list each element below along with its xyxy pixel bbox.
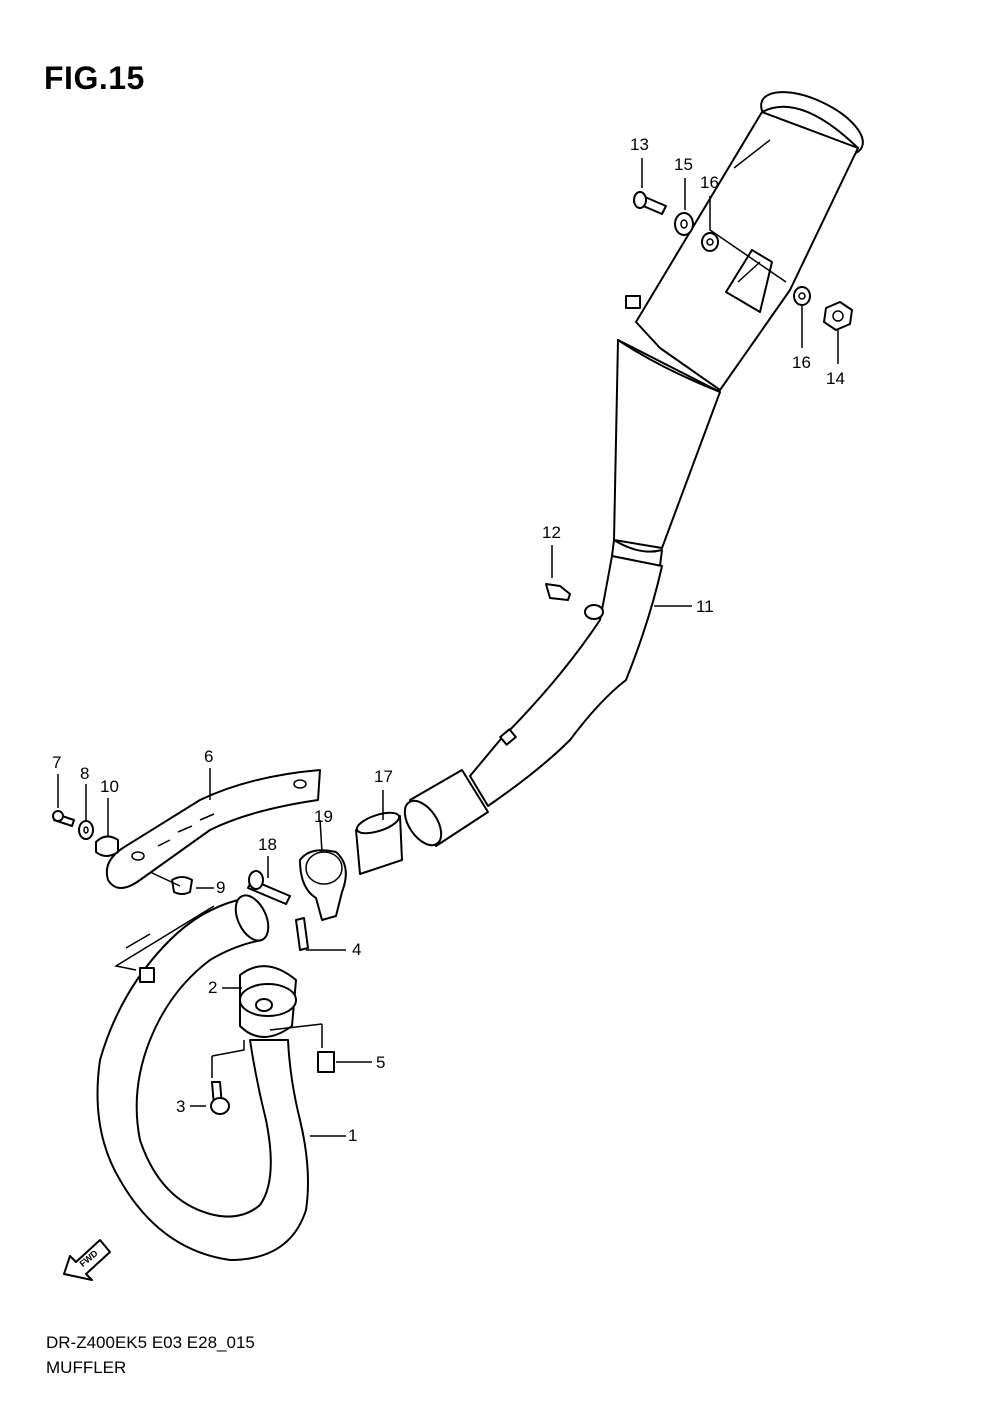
callout-1: 1 — [348, 1126, 357, 1145]
callout-15: 15 — [674, 155, 693, 174]
callout-labels: 1 2 3 4 5 6 7 8 9 10 11 12 13 14 15 16 1… — [52, 135, 845, 1145]
fwd-arrow-icon: FWD — [63, 1239, 111, 1281]
callout-16-upper: 16 — [700, 173, 719, 192]
muffler-bracket — [105, 769, 321, 889]
callout-13: 13 — [630, 135, 649, 154]
model-code: DR-Z400EK5 E03 E28_015 — [46, 1333, 255, 1352]
muffler-assembly — [403, 91, 864, 847]
small-parts — [52, 191, 853, 1115]
callout-18: 18 — [258, 835, 277, 854]
leader-lines — [57, 139, 839, 1137]
callout-2: 2 — [208, 978, 217, 997]
callout-19: 19 — [314, 807, 333, 826]
callout-5: 5 — [376, 1053, 385, 1072]
callout-6: 6 — [204, 747, 213, 766]
callout-4: 4 — [352, 940, 361, 959]
callout-7: 7 — [52, 753, 61, 772]
callout-8: 8 — [80, 764, 89, 783]
callout-10: 10 — [100, 777, 119, 796]
callout-17: 17 — [374, 767, 393, 786]
figure-name: MUFFLER — [46, 1358, 127, 1377]
exhaust-pipe — [96, 894, 309, 1261]
callout-11: 11 — [696, 597, 714, 616]
callout-14: 14 — [826, 369, 845, 388]
callout-16-lower: 16 — [792, 353, 811, 372]
callout-3: 3 — [176, 1097, 185, 1116]
callout-9: 9 — [216, 878, 225, 897]
figure-title: FIG.15 — [44, 60, 145, 96]
callout-12: 12 — [542, 523, 561, 542]
